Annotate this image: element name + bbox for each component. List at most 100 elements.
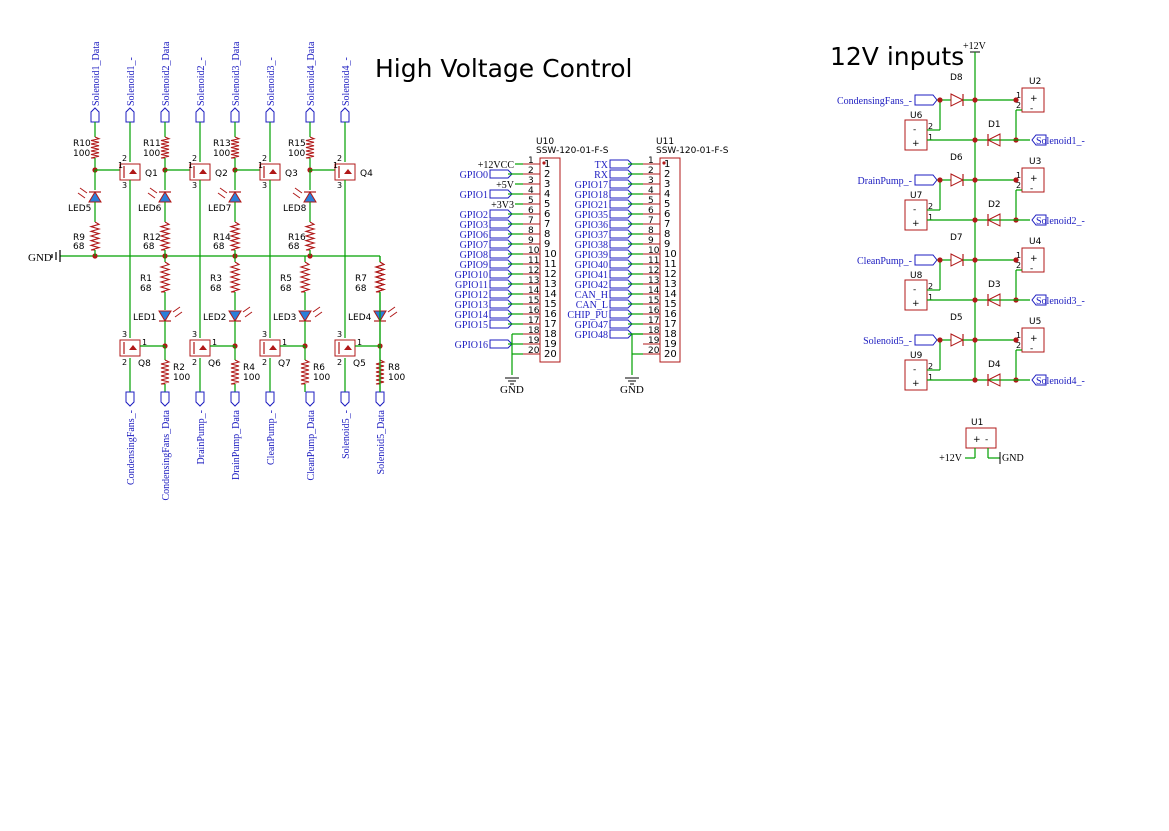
- net-label-RX: RX: [594, 170, 609, 181]
- junction-dot: [972, 217, 978, 223]
- pin-number: 2: [928, 362, 933, 371]
- resistor-ref: R16: [288, 233, 306, 243]
- resistor-R4: [230, 359, 241, 385]
- net-flag: [489, 319, 513, 329]
- pin-label: 1: [357, 338, 362, 347]
- connector-top-5: [230, 107, 240, 123]
- header-pin-number: 7: [664, 219, 670, 230]
- led-ref: LED1: [133, 313, 156, 323]
- header-pin-number: 14: [664, 289, 677, 300]
- net-label-GPIO11: GPIO11: [455, 280, 488, 291]
- net-label-GPIO40: GPIO40: [575, 260, 608, 271]
- gnd-label: GND: [620, 384, 644, 396]
- component-U5: [1021, 327, 1045, 353]
- header-pin-number: 20: [664, 349, 677, 360]
- net-flag: [609, 289, 633, 299]
- header-pin-number-outer: 8: [648, 226, 654, 236]
- header-pin-number: 20: [544, 349, 557, 360]
- resistor-R1: [159, 261, 171, 293]
- net-flag-input: [914, 94, 938, 106]
- diode-ref: D7: [950, 233, 963, 243]
- resistor-value: 68: [210, 284, 222, 294]
- minus-sign: -: [1030, 104, 1033, 114]
- header-pin1-mark: [662, 161, 666, 165]
- net-label-DrainPump_Data: DrainPump_Data: [231, 409, 242, 480]
- net-label-Solenoid4_Data: Solenoid4_Data: [306, 41, 317, 106]
- pin-number: 2: [1016, 181, 1021, 190]
- component-U9: [904, 359, 928, 391]
- pin-label: 1: [188, 161, 193, 170]
- net-label-GPIO16: GPIO16: [455, 340, 488, 351]
- junction-dot: [972, 337, 978, 343]
- component-U4: [1021, 247, 1045, 273]
- header-pin-number: 11: [544, 259, 557, 270]
- power-label-+12VCC: +12VCC: [478, 160, 515, 171]
- header-pin-number-outer: 7: [528, 216, 534, 226]
- net-flag-input: [914, 334, 938, 346]
- header-U10: [539, 157, 561, 363]
- resistor-value: 100: [313, 373, 330, 383]
- pin-label: 2: [192, 358, 197, 367]
- pin-label: 3: [192, 181, 197, 190]
- header-pin-number-outer: 9: [648, 236, 654, 246]
- header-pin-number: 10: [664, 249, 677, 260]
- junction-dot: [937, 257, 943, 263]
- header-U11: [659, 157, 681, 363]
- component-U6: [904, 119, 928, 151]
- net-label-Solenoid1_-: Solenoid1_-: [1036, 136, 1085, 147]
- net-flag: [489, 209, 513, 219]
- minus-sign: -: [913, 365, 916, 375]
- minus-sign: -: [1030, 184, 1033, 194]
- net-flag: [609, 269, 633, 279]
- diode-ref: D5: [950, 313, 963, 323]
- connector-bottom-4: [230, 391, 240, 407]
- header-pin-number: 6: [664, 209, 670, 220]
- net-label-Solenoid5_Data: Solenoid5_Data: [376, 409, 387, 474]
- header-pin-number-outer: 18: [648, 326, 660, 336]
- header-pin-number: 15: [544, 299, 557, 310]
- header-pin-number-outer: 1: [648, 156, 654, 166]
- header-pin-number-outer: 11: [528, 256, 539, 266]
- header-pin-number: 18: [664, 329, 677, 340]
- diode-D3: [986, 293, 1001, 307]
- header-pin-number: 11: [664, 259, 677, 270]
- header-pin-number: 3: [664, 179, 670, 190]
- net-label-TX: TX: [595, 160, 609, 171]
- header-pin-number: 16: [664, 309, 677, 320]
- plus-sign: +: [1030, 334, 1038, 344]
- resistor-value: 68: [355, 284, 367, 294]
- pin-label: 3: [122, 330, 127, 339]
- resistor-ref: R9: [73, 233, 85, 243]
- pin-number: 2: [928, 282, 933, 291]
- pin-label: 2: [122, 154, 127, 163]
- header-pin-number-outer: 20: [648, 346, 660, 356]
- plus-sign: +: [912, 379, 920, 389]
- transistor-ref: Q3: [285, 169, 298, 179]
- mosfet-Q8: [119, 339, 141, 357]
- net-label-GPIO38: GPIO38: [575, 240, 608, 251]
- net-label-Solenoid2_-: Solenoid2_-: [1036, 216, 1085, 227]
- connector-bottom-3: [195, 391, 205, 407]
- resistor-ref: R6: [313, 363, 325, 373]
- net-flag: [609, 249, 633, 259]
- net-flag: [609, 189, 633, 199]
- header-pin-number-outer: 8: [528, 226, 534, 236]
- header-pin-number: 18: [544, 329, 557, 340]
- resistor-R12: [159, 221, 171, 251]
- header-pin-number-outer: 5: [648, 196, 654, 206]
- net-label-CHIP_PU: CHIP_PU: [567, 310, 608, 321]
- diode-ref: D3: [988, 280, 1001, 290]
- led-LED7-rays: [217, 187, 228, 199]
- resistor-value: 68: [213, 242, 225, 252]
- resistor-ref: R4: [243, 363, 255, 373]
- resistor-value: 100: [143, 149, 160, 159]
- resistor-ref: R3: [210, 274, 222, 284]
- net-flag: [609, 199, 633, 209]
- header-pin-number: 12: [664, 269, 677, 280]
- resistor-value: 100: [388, 373, 405, 383]
- header-pin-number-outer: 1: [528, 156, 534, 166]
- net-flag: [609, 309, 633, 319]
- led-LED2: [228, 310, 242, 322]
- component-ref: U8: [910, 271, 923, 281]
- header-part: SSW-120-01-F-S: [656, 146, 729, 156]
